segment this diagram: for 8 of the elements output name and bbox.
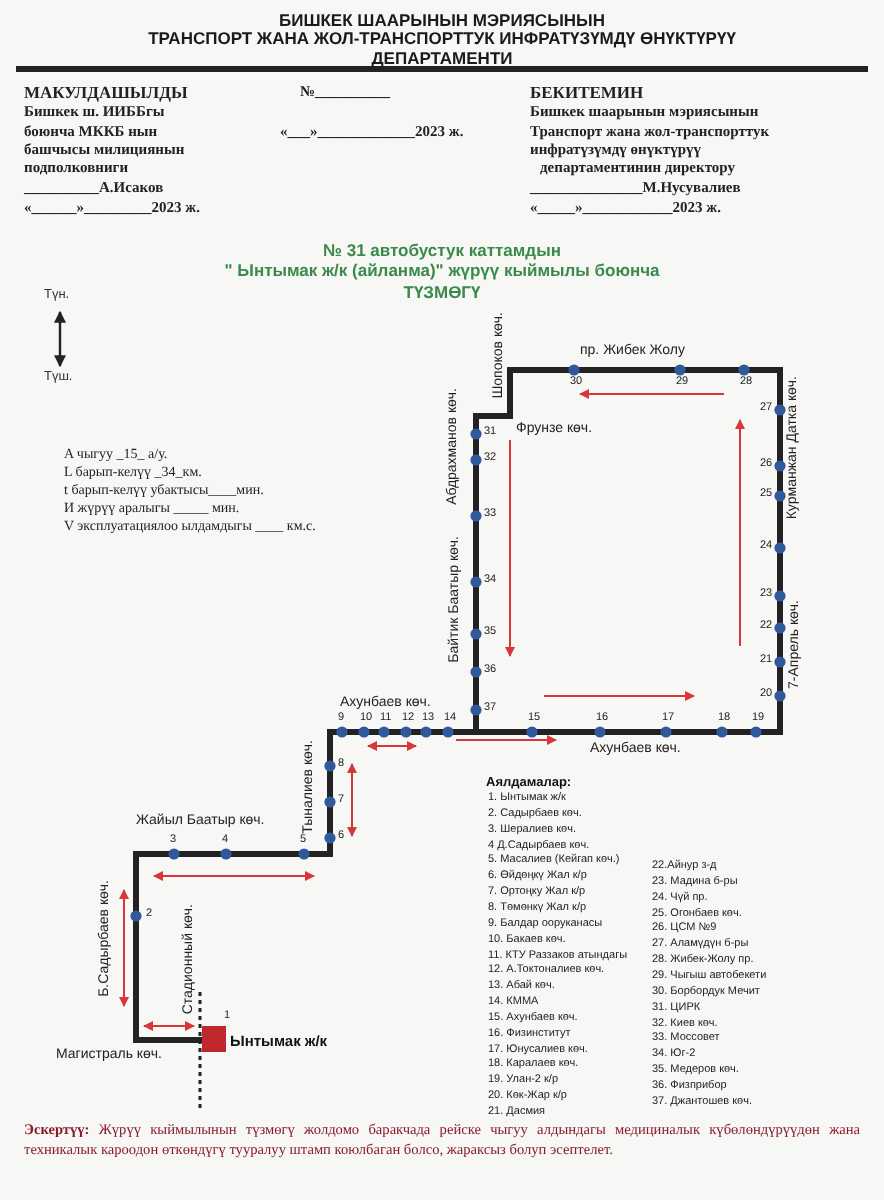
header-text: ТРАНСПОРТ ЖАНА ЖОЛ-ТРАНСПОРТТУК ИНФРАТҮЗҮМДҮ ӨНҮКТҮРҮҮ (148, 30, 736, 47)
approval-heading: БЕКИТЕМИН (530, 84, 644, 101)
header-text: ДЕПАРТАМЕНТИ (371, 50, 513, 67)
approval-heading: МАКУЛДАШЫЛДЫ (24, 84, 188, 101)
title-text: ТҮЗМӨГҮ (403, 284, 481, 301)
header-text: БИШКЕК ШААРЫНЫН МЭРИЯСЫНЫН (278, 12, 605, 29)
title-text: № 31 автобустук каттамдын (323, 242, 561, 259)
title-text: " Ынтымак ж/к (айланма)" жүрүү кыймылы боюнча (224, 262, 660, 279)
